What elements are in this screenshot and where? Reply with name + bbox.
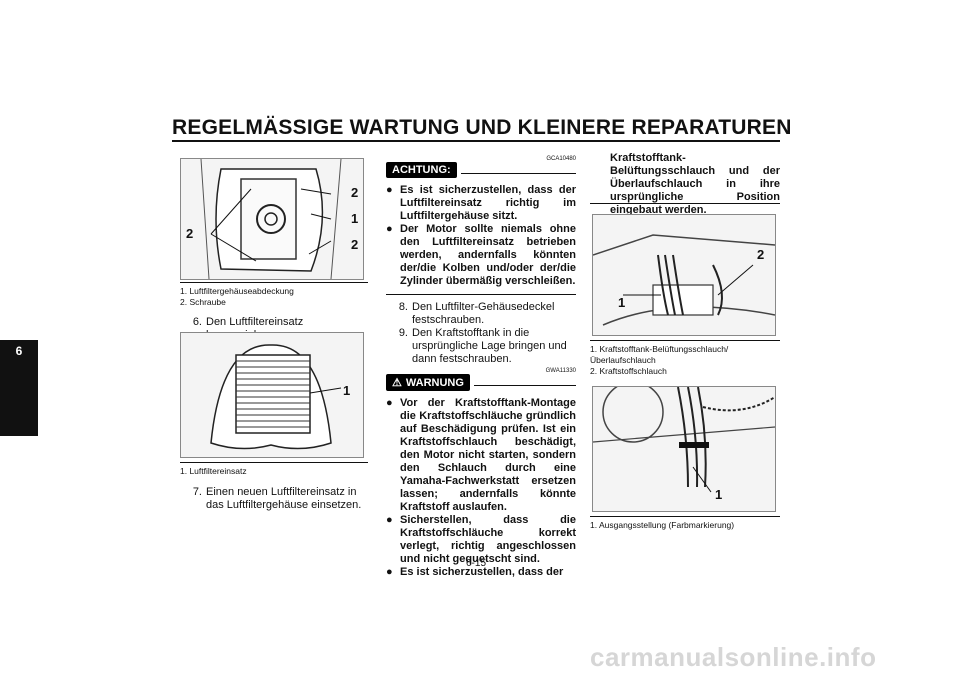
warning-code: GWA11330 — [545, 368, 576, 374]
bullet-icon: ● — [386, 397, 393, 409]
step-7: 7.Einen neuen Luftfiltereinsatz in das L… — [192, 486, 362, 511]
notice-code: GCA10480 — [546, 156, 576, 162]
caption-line: 2. Schraube — [180, 297, 226, 307]
notice-badge: ACHTUNG: — [386, 162, 457, 178]
hose-markings-illustration — [592, 381, 776, 511]
callout-label: 2 — [351, 237, 359, 252]
callout-label: 2 — [351, 185, 359, 200]
caption-line: 1. Kraftstofftank-Belüftungsschlauch/ Üb… — [590, 344, 729, 365]
continued-warning-text: Kraftstofftank-Belüftungsschlauch und de… — [610, 152, 780, 216]
page-number: 6-15 — [466, 558, 487, 569]
figure-caption: 1. Kraftstofftank-Belüftungsschlauch/ Üb… — [590, 344, 780, 377]
warning-triangle-icon: ⚠ — [392, 377, 402, 389]
figure-hose-markings: 1 — [592, 381, 776, 512]
callout-label: 1 — [715, 487, 723, 502]
notice-item: ●Es ist sicherzustellen, dass der Luftfi… — [386, 184, 576, 222]
step-8: 8.Den Luftfilter-Gehäusedeckel festschra… — [398, 301, 555, 326]
bullet-icon: ● — [386, 514, 393, 526]
bullet-icon: ● — [386, 566, 393, 578]
figure-rule — [180, 462, 368, 463]
chapter-tab: 6 — [0, 340, 38, 436]
callout-label: 1 — [343, 383, 351, 398]
warning-item: ●Es ist sicherzustellen, dass der — [386, 566, 564, 578]
warning-item: ●Sicherstellen, dass die Kraftstoffschlä… — [386, 514, 576, 565]
warning-item: ●Vor der Kraftstofftank-Montage die Kraf… — [386, 397, 576, 513]
figure-caption: 1. Ausgangsstellung (Farbmarkierung) — [590, 520, 735, 530]
title-rule — [172, 140, 780, 142]
figure-caption: 1. Luftfiltergehäuseabdeckung 2. Schraub… — [180, 286, 370, 308]
warning-end-rule — [590, 203, 780, 204]
figure-caption: 1. Luftfiltereinsatz — [180, 466, 247, 476]
bullet-icon: ● — [386, 184, 393, 196]
figure-air-filter-cover: 2 1 2 2 — [180, 158, 364, 280]
figure-rule — [590, 340, 780, 341]
callout-label: 2 — [186, 226, 194, 241]
air-filter-element-illustration — [181, 333, 363, 457]
air-filter-cover-illustration — [181, 158, 363, 280]
warning-header: ⚠WARNUNG — [386, 374, 576, 391]
figure-rule — [180, 282, 368, 283]
bullet-icon: ● — [386, 223, 393, 235]
fuel-hoses-illustration — [592, 215, 776, 335]
figure-fuel-hoses: 2 1 — [592, 214, 776, 336]
step-9: 9.Den Kraftstofftank in die ursprünglich… — [398, 327, 567, 365]
figure-air-filter-element: 1 — [180, 332, 364, 458]
warning-line — [473, 385, 576, 386]
notice-line — [460, 172, 576, 174]
notice-block: GCA10480 ACHTUNG: ●Es ist sicherzustelle… — [386, 156, 576, 579]
caption-line: 2. Kraftstoffschlauch — [590, 366, 667, 376]
notice-end-rule — [386, 294, 576, 295]
notice-item: ●Der Motor sollte niemals ohne den Luftf… — [386, 223, 576, 287]
callout-label: 1 — [618, 295, 626, 310]
callout-label: 1 — [351, 211, 359, 226]
warning-badge: ⚠WARNUNG — [386, 374, 470, 391]
caption-line: 1. Luftfiltergehäuseabdeckung — [180, 286, 294, 296]
chapter-number: 6 — [15, 344, 23, 358]
watermark: carmanualsonline.info — [590, 642, 877, 672]
figure-rule — [590, 516, 780, 517]
page-title: REGELMÄSSIGE WARTUNG UND KLEINERE REPARA… — [172, 116, 792, 139]
notice-header: ACHTUNG: — [386, 162, 576, 178]
callout-label: 2 — [757, 247, 765, 262]
